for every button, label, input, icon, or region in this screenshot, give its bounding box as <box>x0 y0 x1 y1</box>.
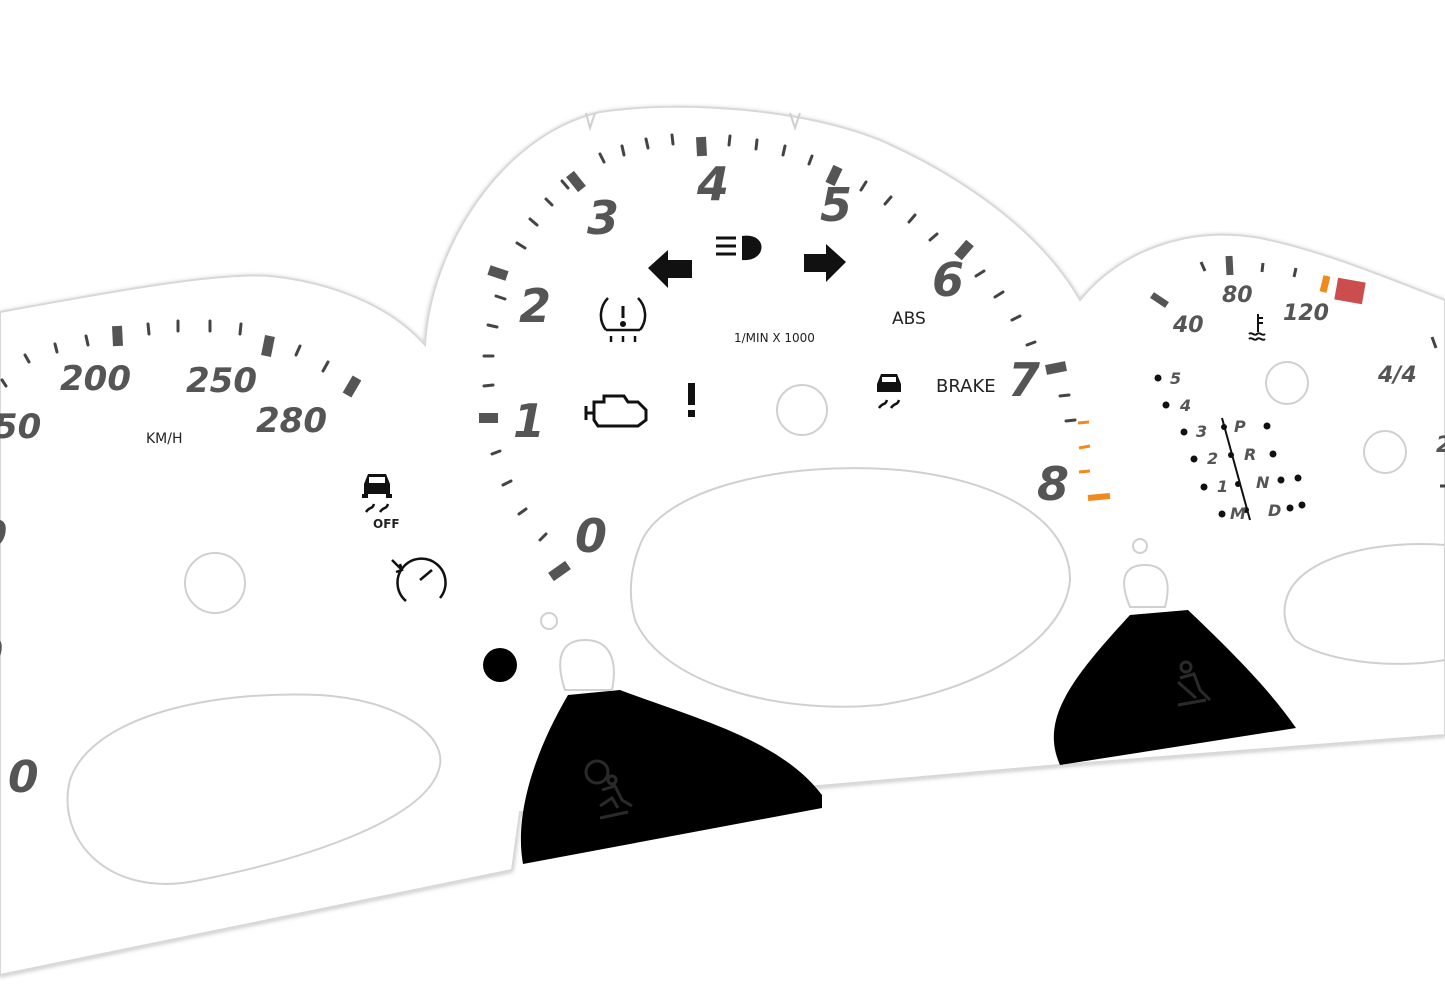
speed-numeral-partial-c: 0 <box>8 752 39 803</box>
speedometer-ticks <box>0 319 330 388</box>
check-engine-icon <box>584 394 648 428</box>
speedometer-window-cutout <box>66 693 442 885</box>
airbag-panel <box>520 690 822 864</box>
tachometer-window-cutout <box>629 467 1072 708</box>
gear-n: N <box>1256 473 1270 492</box>
fuel-gauge: 4/4 2 <box>1377 336 1445 488</box>
speed-numeral-250: 250 <box>186 361 257 401</box>
speedometer: 50 200 250 280 0 0 0 KM/H OFF <box>0 319 447 803</box>
gear-1: 1 <box>1217 477 1228 496</box>
temp-numeral-80: 80 <box>1222 283 1253 308</box>
right-gauge-hole-b <box>1363 430 1407 474</box>
rpm-numeral-1: 1 <box>513 394 545 448</box>
rpm-numeral-6: 6 <box>932 253 964 307</box>
gear-m: M <box>1230 504 1246 523</box>
tachometer-major-ticks <box>479 136 1067 582</box>
speed-numeral-50: 50 <box>0 407 41 447</box>
tire-pressure-icon <box>599 297 647 342</box>
gear-5: 5 <box>1170 369 1181 388</box>
traction-off-label: OFF <box>373 517 400 531</box>
gear-4: 4 <box>1179 396 1191 415</box>
right-window-cutout <box>1283 543 1445 665</box>
speedometer-unit-label: KM/H <box>146 431 183 447</box>
speed-numeral-280: 280 <box>256 401 327 441</box>
fuel-numeral-partial: 2 <box>1436 433 1445 458</box>
gear-r: R <box>1244 445 1256 464</box>
right-turn-signal-icon <box>804 244 846 282</box>
temp-numeral-40: 40 <box>1172 313 1204 338</box>
gear-p: P <box>1234 417 1246 436</box>
tachometer-minor-ticks <box>482 133 1077 542</box>
coolant-temperature-icon <box>1248 314 1266 341</box>
left-turn-signal-icon <box>648 250 692 288</box>
brake-label: BRAKE <box>936 376 996 397</box>
seatbelt-panel <box>1053 610 1296 765</box>
cruise-control-icon <box>391 557 447 602</box>
tachometer-redline-ticks <box>1077 420 1091 474</box>
tachometer-unit-label: 1/MIN X 1000 <box>734 331 815 345</box>
rpm-numeral-5: 5 <box>820 178 852 232</box>
temperature-redline-tick <box>1319 275 1331 293</box>
seatbelt-icon <box>1177 660 1212 707</box>
speed-numeral-partial-b: 0 <box>0 632 3 673</box>
rpm-numeral-4: 4 <box>696 157 729 211</box>
gear-d: D <box>1268 501 1281 520</box>
tachometer: 0 1 2 3 4 5 6 7 8 1/MIN X 1000 ABS BRAKE <box>479 133 1111 582</box>
temperature-gauge: 40 80 120 <box>1150 255 1366 341</box>
fuel-numeral-full: 4/4 <box>1377 363 1417 388</box>
traction-control-off-icon <box>362 474 392 513</box>
speedometer-reset-hole <box>184 552 246 614</box>
temp-numeral-120: 120 <box>1283 301 1329 326</box>
stem-slot-right <box>1123 563 1169 608</box>
gear-indicator: 5 4 3 2 1 M P R N D <box>1154 369 1306 523</box>
tachometer-center-hole <box>776 384 828 436</box>
abs-label: ABS <box>892 309 926 329</box>
speed-numeral-200: 200 <box>60 359 131 399</box>
speed-numeral-partial-a: 0 <box>0 514 7 555</box>
rpm-numeral-2: 2 <box>519 279 551 333</box>
gear-3: 3 <box>1196 422 1207 441</box>
temperature-warning-block <box>1334 277 1366 305</box>
rpm-numeral-7: 7 <box>1008 353 1040 407</box>
rpm-numeral-8: 8 <box>1037 457 1069 511</box>
gear-2: 2 <box>1207 449 1218 468</box>
tachometer-redline-major <box>1087 493 1111 501</box>
stability-control-icon <box>877 374 901 409</box>
right-gauge-hole-a <box>1265 361 1309 405</box>
indicator-dot <box>483 648 517 682</box>
high-beam-icon <box>716 235 762 261</box>
rpm-numeral-0: 0 <box>575 509 607 563</box>
warning-exclamation-icon <box>688 383 695 417</box>
stem-slot-left <box>559 638 615 691</box>
airbag-icon <box>584 759 633 820</box>
rpm-numeral-3: 3 <box>587 191 619 245</box>
